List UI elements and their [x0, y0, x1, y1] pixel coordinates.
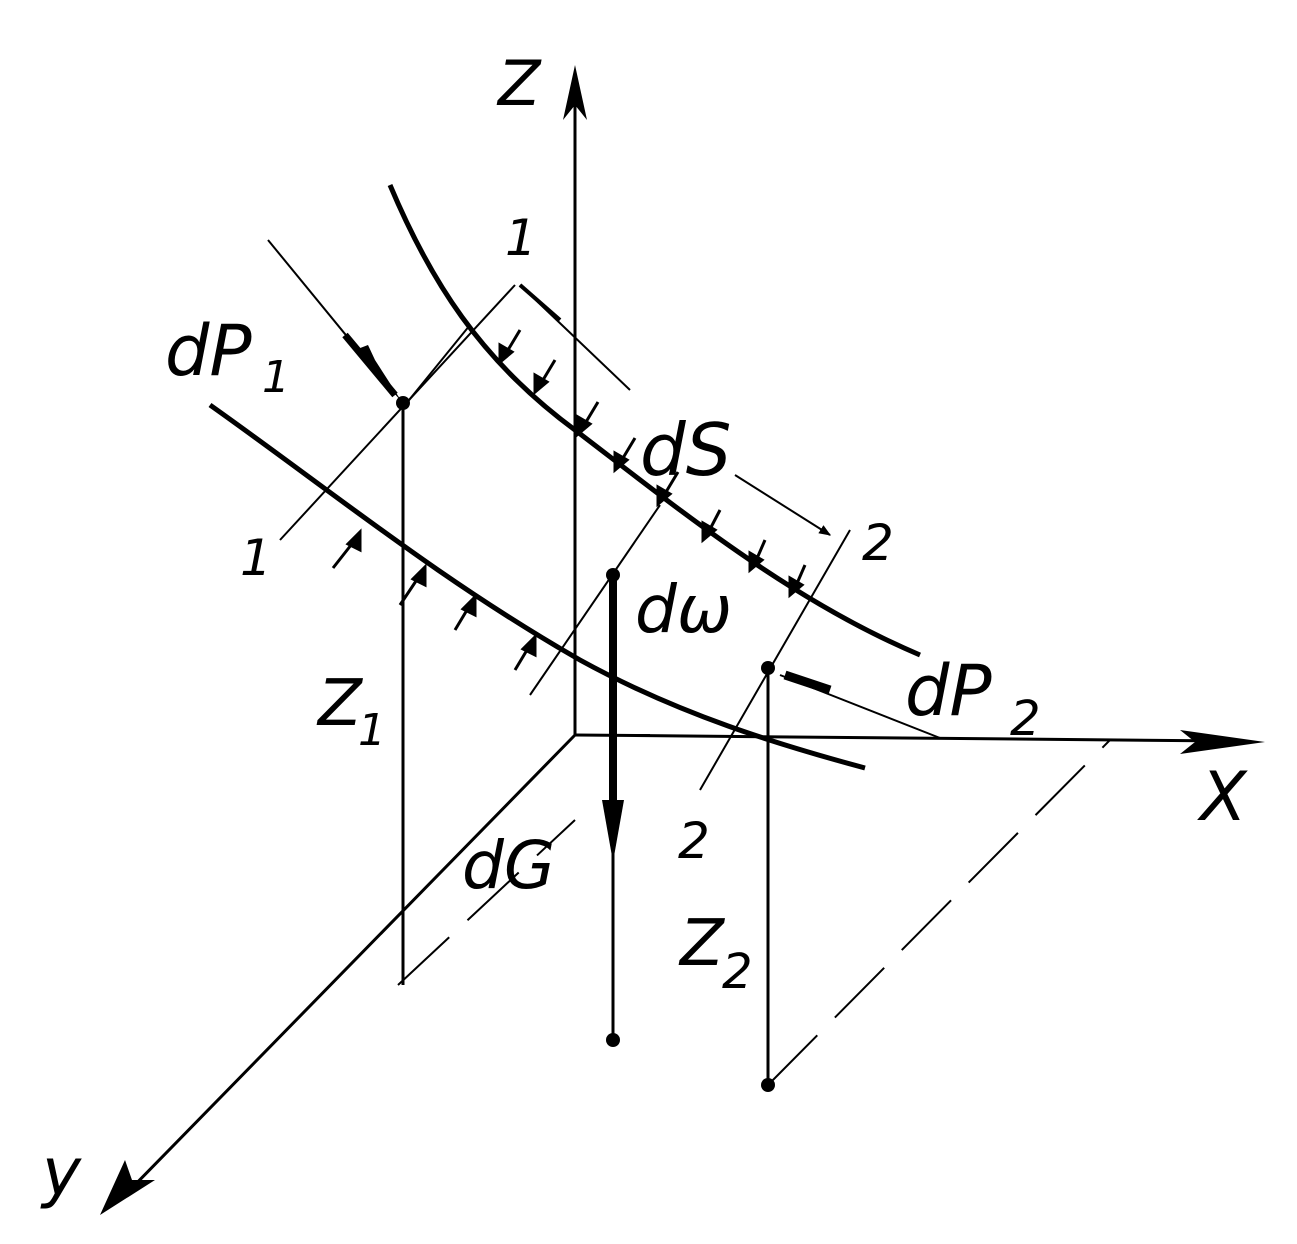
pressure-arrows-upper — [498, 329, 807, 599]
domega-line-top — [404, 324, 471, 406]
dg-weight-arrow — [602, 568, 624, 1047]
point-2 — [761, 661, 775, 675]
z2-label: Z — [678, 907, 725, 981]
section-1-left-label: 1 — [240, 529, 272, 587]
section-2-bottom-label: 2 — [678, 812, 710, 870]
dp2-force-arrow — [779, 670, 941, 739]
domega-label: dω — [635, 571, 732, 648]
domega-line — [529, 504, 661, 696]
point-1 — [396, 396, 410, 410]
z1-label: Z — [316, 667, 363, 741]
section-1-top-label: 1 — [505, 209, 537, 267]
proj-dashed-1 — [397, 819, 576, 986]
y-axis-label: y — [40, 1134, 82, 1211]
z1-subscript: 1 — [358, 705, 386, 756]
z-axis-label: Z — [496, 47, 542, 120]
z-axis — [563, 65, 587, 735]
dp2-subscript: 2 — [1010, 691, 1041, 747]
x-axis — [574, 730, 1265, 754]
x-axis-label: X — [1197, 758, 1248, 837]
ds-label: dS — [640, 408, 731, 492]
pressure-arrows-lower — [331, 528, 537, 671]
section-2-line — [699, 529, 851, 791]
dp2-label: dP — [905, 650, 992, 732]
y-axis-arrowhead — [100, 1160, 155, 1215]
dp1-force-arrow — [267, 239, 402, 402]
ds-arrow — [518, 283, 832, 536]
dg-label: dG — [462, 827, 555, 904]
section-2-right-label: 2 — [862, 514, 894, 572]
x-axis-arrowhead — [1180, 730, 1265, 754]
dp1-subscript: 1 — [262, 352, 290, 403]
y-axis — [100, 733, 577, 1215]
z2-subscript: 2 — [722, 944, 753, 1000]
dp1-label: dP — [165, 310, 252, 392]
z-axis-arrowhead — [563, 65, 587, 120]
proj-dashed-2 — [767, 739, 1111, 1086]
section-1-line — [279, 284, 516, 541]
